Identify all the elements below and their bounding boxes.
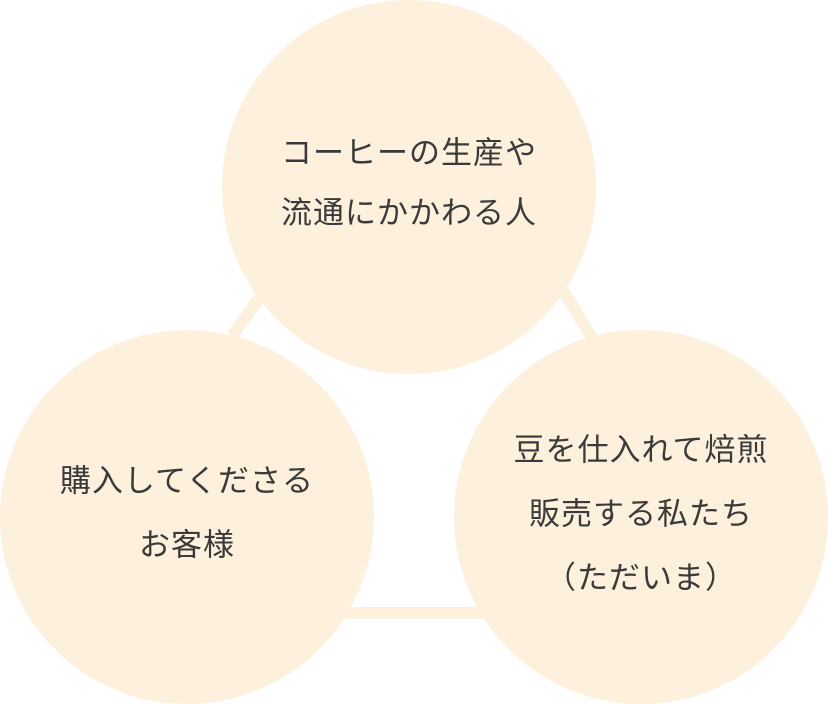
node-roasters: 豆を仕入れて焙煎 販売する私たち （ただいま） <box>454 330 828 704</box>
node-customers: 購入してくださる お客様 <box>0 330 374 704</box>
node-producers: コーヒーの生産や 流通にかかわる人 <box>222 0 596 374</box>
node-producers-circle <box>222 0 596 374</box>
node-customers-circle <box>0 330 374 704</box>
node-producers-line-1: コーヒーの生産や <box>281 136 537 172</box>
node-roasters-circle <box>454 330 828 704</box>
node-roasters-line-1: 豆を仕入れて焙煎 <box>513 433 768 469</box>
node-customers-line-2: お客様 <box>139 528 235 564</box>
node-customers-line-1: 購入してくださる <box>60 464 314 500</box>
node-roasters-line-3: （ただいま） <box>545 561 737 597</box>
node-roasters-line-2: 販売する私たち <box>529 497 753 533</box>
connector-top-right <box>557 286 598 342</box>
node-producers-line-2: 流通にかかわる人 <box>281 196 537 232</box>
